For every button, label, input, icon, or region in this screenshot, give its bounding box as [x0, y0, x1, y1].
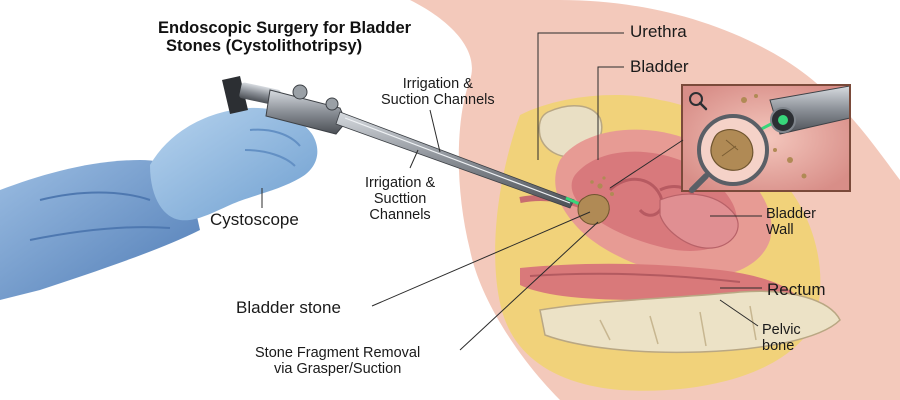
label-irrigation-mid-line-1: Irrigation & [365, 175, 436, 191]
gloved-hand [150, 107, 318, 221]
label-stone-removal: Stone Fragment Removal via Grasper/Sucti… [255, 345, 420, 377]
surgeon-arm [0, 107, 318, 300]
leader-irrigation-mid [409, 149, 419, 169]
title-line-1: Endoscopic Surgery for Bladder [158, 19, 412, 37]
cystoscope-instrument [222, 76, 585, 209]
label-pelvic-bone-line-2: bone [762, 338, 795, 355]
leader-inset [609, 139, 684, 189]
leader-irrigation-top [429, 109, 441, 153]
label-stone-removal-line-1: Stone Fragment Removal [255, 345, 421, 361]
label-urethra: Urethra [630, 22, 687, 41]
leader-bladder-stone [371, 211, 591, 307]
label-bladder: Bladder [630, 57, 689, 76]
magnified-inset [681, 84, 851, 193]
label-pelvic-bone-line-1: Pelvic [762, 322, 801, 338]
label-irrigation-mid: Irrigation & Sucttion Channels [365, 175, 435, 224]
label-rectum: Rectum [767, 280, 826, 299]
diagram-title: Endoscopic Surgery for Bladder Stones (C… [158, 19, 411, 56]
label-irrigation-mid-line-3: Channels [369, 207, 431, 224]
label-bladder-wall-line-2: Wall [766, 222, 794, 239]
label-irrigation-mid-line-2: Sucttion [373, 191, 427, 208]
leader-bladder [597, 66, 624, 160]
label-irrigation-top-line-1: Irrigation & [402, 76, 473, 92]
label-irrigation-top-line-2: Suction Channels [381, 92, 495, 109]
magnifier-icon [689, 92, 708, 111]
leader-urethra [537, 32, 624, 160]
pelvic-bone [539, 290, 841, 354]
leader-stone-removal [459, 221, 599, 351]
label-stone-removal-line-2: via Grasper/Suction [273, 361, 402, 378]
label-irrigation-top: Irrigation & Suction Channels [381, 76, 495, 108]
label-pelvic-bone: Pelvic bone [762, 322, 801, 354]
leader-pelvic-bone [719, 299, 759, 327]
label-bladder-stone: Bladder stone [236, 298, 341, 317]
title-line-2: Stones (Cystolithotripsy) [166, 37, 363, 56]
label-bladder-wall: Bladder Wall [766, 206, 816, 238]
leader-lines [261, 32, 762, 351]
label-cystoscope: Cystoscope [210, 210, 299, 229]
label-bladder-wall-line-1: Bladder [766, 206, 816, 222]
